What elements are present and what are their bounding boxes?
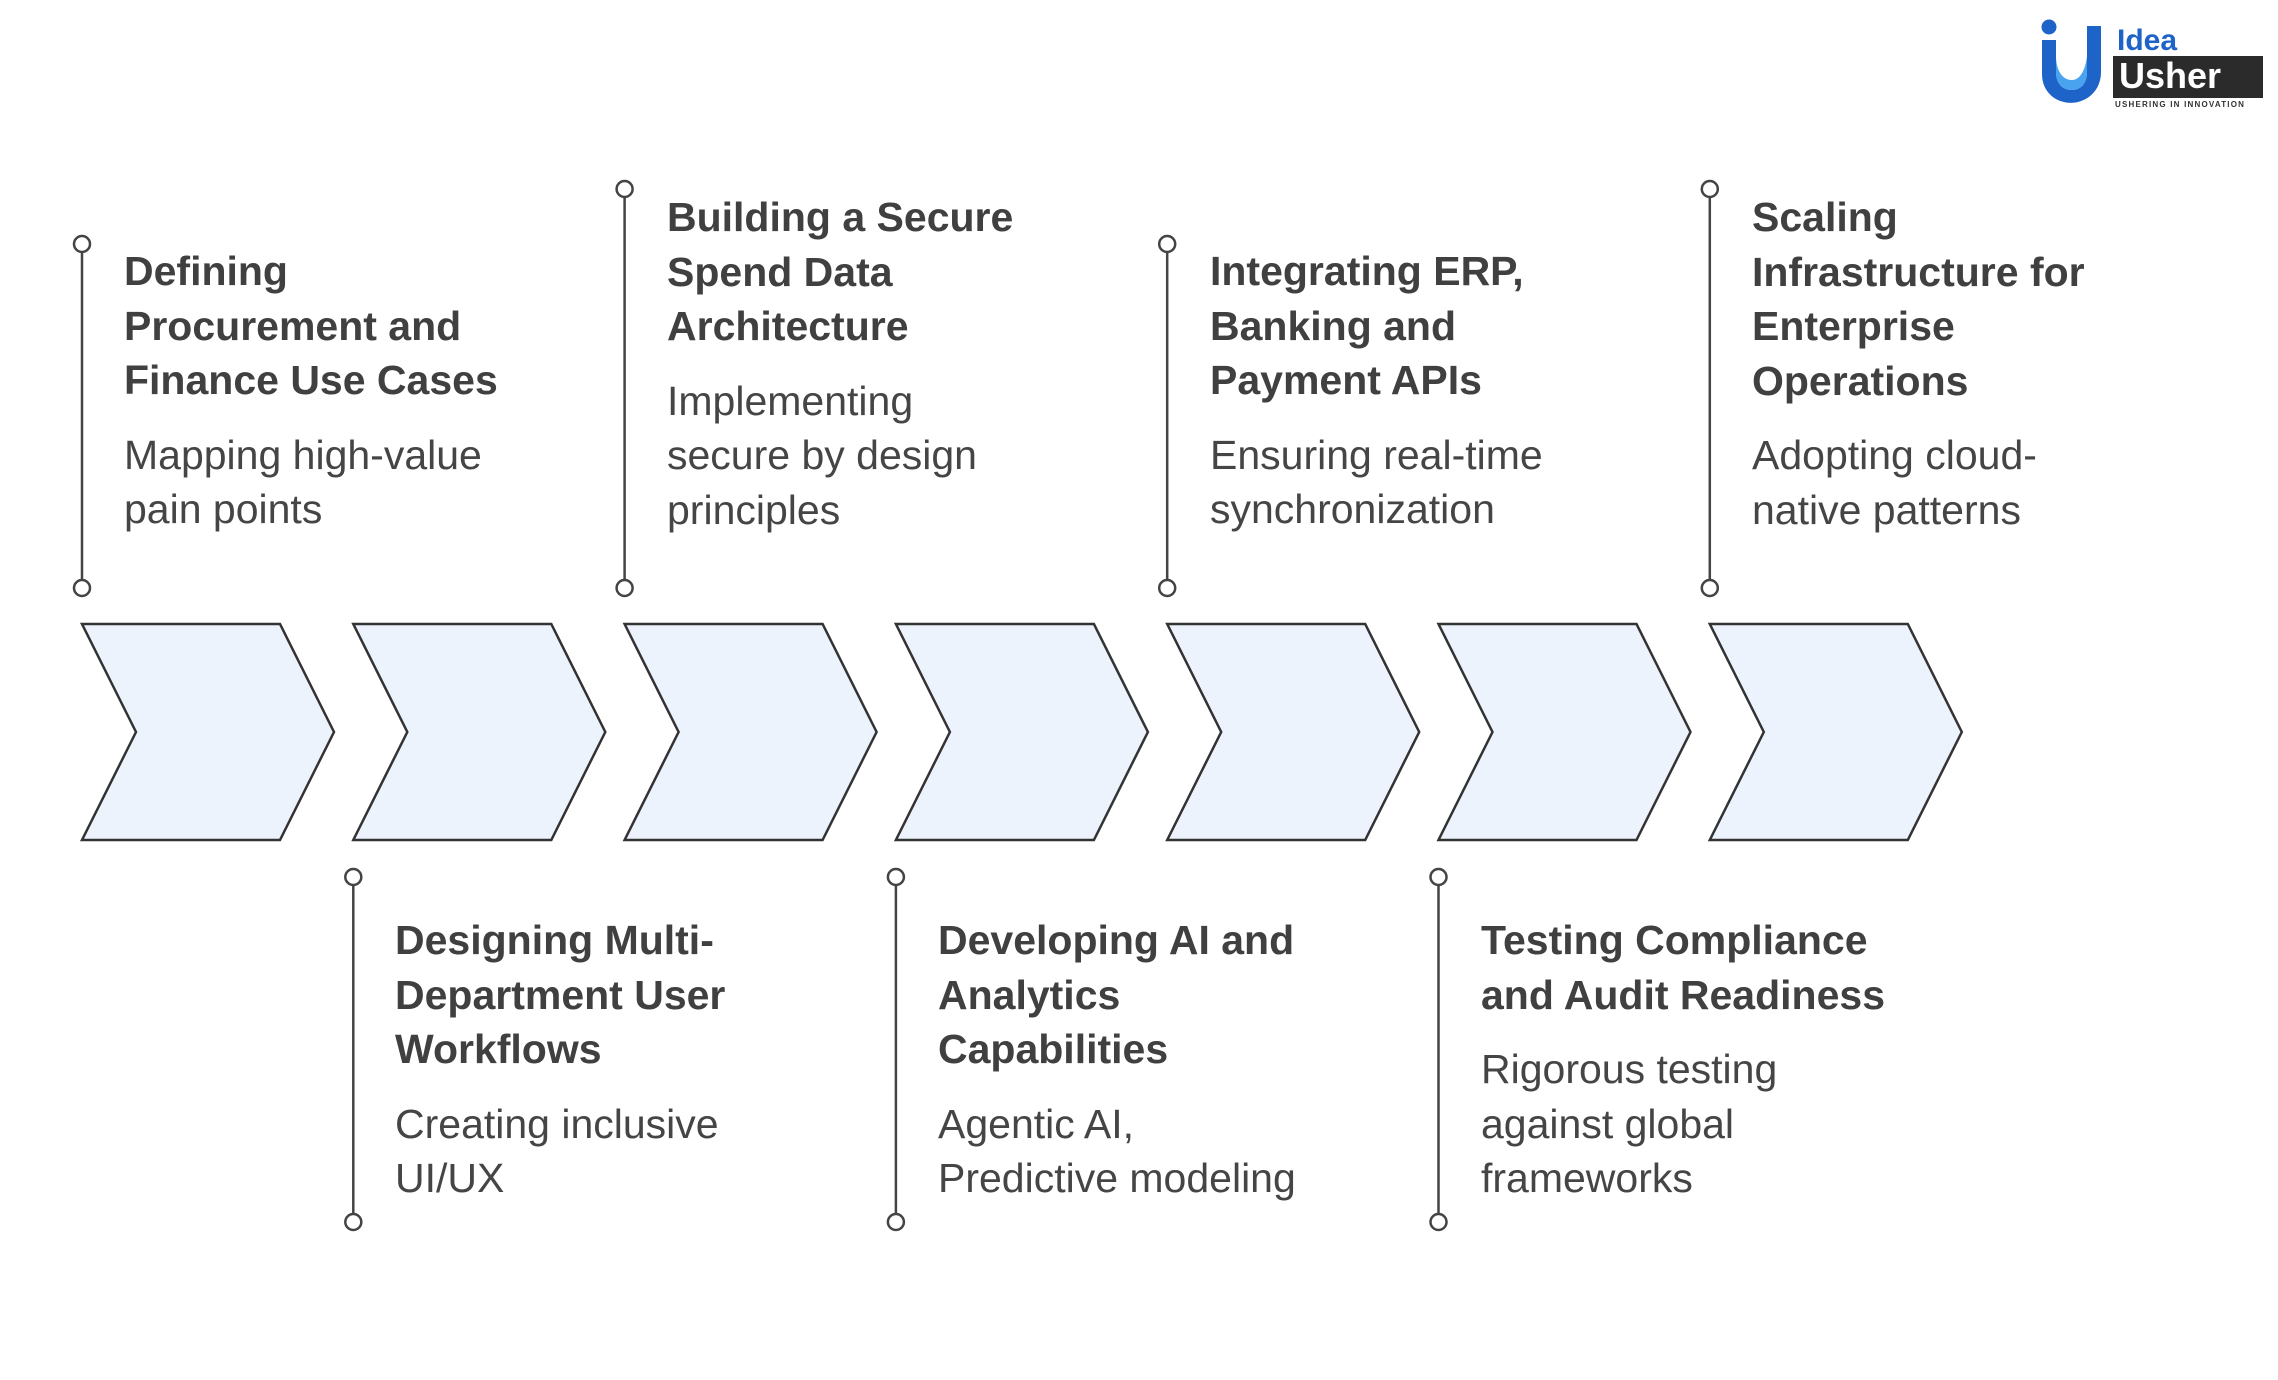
step-2-title-line: Department User [395,971,726,1018]
step-3-text: Building a Secure Spend Data Architectur… [667,190,1107,537]
step-7-description: Adopting cloud- native patterns [1752,428,2192,537]
logo-u-mark [2042,26,2101,103]
step-1-desc-line: Mapping high-value [124,431,482,478]
step-5-title-line: Payment APIs [1210,357,1482,403]
connector-dot-3-end [615,578,634,598]
step-5-title-line: Banking and [1210,302,1457,349]
step-3-desc-line: Implementing [667,377,914,424]
step-2-title-line: Workflows [395,1026,602,1072]
logo-tagline: USHERING IN INNOVATION [2115,100,2245,108]
connector-dot-4-start [886,867,906,887]
step-4-text: Developing AI and Analytics Capabilities… [938,913,1378,1206]
step-7-title-line: Operations [1752,357,1969,404]
step-1-desc-line: pain points [124,486,323,532]
chevron-step-1 [79,622,336,842]
step-5-title: Integrating ERP, Banking and Payment API… [1210,244,1650,408]
step-3-description: Implementing secure by design principles [667,374,1107,538]
step-4-title-line: Capabilities [938,1026,1169,1072]
step-7-title-line: Scaling [1752,194,1898,240]
step-1-text: Defining Procurement and Finance Use Cas… [124,244,564,537]
chevron-row [79,622,1964,842]
step-7-text: Scaling Infrastructure for Enterprise Op… [1752,190,2192,537]
step-1-title-line: Procurement and [124,302,462,349]
step-7-title-line: Infrastructure for [1752,248,2085,295]
connector-dot-1-start [72,234,92,254]
step-7-desc-line: Adopting cloud- [1752,432,2037,478]
step-6-desc-line: frameworks [1481,1155,1693,1201]
chevron-step-3 [622,622,878,842]
connector-dot-5-start [1157,234,1177,254]
step-6-desc-line: against global [1481,1100,1735,1147]
connector-dot-2-start [344,867,363,887]
step-6-title-line: Testing Compliance [1481,917,1868,963]
chevron-step-6 [1436,622,1692,842]
step-7-desc-line: native patterns [1752,486,2021,533]
step-1-description: Mapping high-value pain points [124,428,564,537]
chevron-step-4 [893,622,1150,842]
step-3-title-line: Spend Data [667,248,893,295]
step-7-title: Scaling Infrastructure for Enterprise Op… [1752,190,2192,408]
logo-u-highlight [2056,56,2087,90]
step-2-description: Creating inclusive UI/UX [395,1097,835,1206]
step-2-title: Designing Multi- Department User Workflo… [395,913,835,1077]
connector-dot-2-end [344,1212,363,1232]
step-3-title-line: Building a Secure [667,194,1014,240]
connector-dot-7-start [1700,179,1720,199]
step-3-desc-line: secure by design [667,432,977,478]
step-6-description: Rigorous testing against global framewor… [1481,1042,1921,1206]
step-1-title-line: Defining [124,248,288,294]
chevron-step-7 [1707,622,1964,842]
connector-dot-7-end [1700,578,1720,598]
connector-dot-6-end [1429,1212,1448,1232]
step-4-desc-line: Agentic AI, [938,1100,1135,1147]
step-7-title-line: Enterprise [1752,303,1955,349]
connector-dot-4-end [886,1212,906,1232]
connector-dot-1-end [72,578,92,598]
connector-dot-5-end [1157,578,1177,598]
connector-lines [72,179,1720,1232]
logo-word-idea: Idea [2117,24,2177,57]
step-1-title-line: Finance Use Cases [124,357,498,403]
connector-dot-6-start [1429,867,1448,887]
step-1-title: Defining Procurement and Finance Use Cas… [124,244,564,408]
step-6-title-line: and Audit Readiness [1481,971,1885,1018]
step-3-desc-line: principles [667,486,841,533]
step-3-title: Building a Secure Spend Data Architectur… [667,190,1107,354]
step-2-desc-line: Creating inclusive [395,1100,719,1147]
step-3-title-line: Architecture [667,303,909,349]
logo-dot [2041,19,2057,35]
step-5-text: Integrating ERP, Banking and Payment API… [1210,244,1650,537]
step-4-desc-line: Predictive modeling [938,1155,1296,1201]
idea-usher-logo: Idea Usher USHERING IN INNOVATION [2041,19,2263,108]
step-5-description: Ensuring real-time synchronization [1210,428,1650,537]
logo-usher-band [2113,56,2263,98]
logo-word-usher: Usher [2119,55,2221,96]
step-2-text: Designing Multi- Department User Workflo… [395,913,835,1206]
step-4-title-line: Analytics [938,971,1121,1018]
step-5-desc-line: synchronization [1210,486,1495,532]
chevron-step-2 [351,622,607,842]
step-6-desc-line: Rigorous testing [1481,1046,1778,1092]
step-5-title-line: Integrating ERP, [1210,248,1524,294]
step-6-text: Testing Compliance and Audit Readiness R… [1481,913,1921,1206]
step-2-desc-line: UI/UX [395,1155,505,1201]
step-2-title-line: Designing Multi- [395,917,714,963]
connector-dot-3-start [615,179,634,199]
step-4-title-line: Developing AI and [938,917,1295,963]
step-6-title: Testing Compliance and Audit Readiness [1481,913,1921,1022]
step-5-desc-line: Ensuring real-time [1210,431,1543,478]
step-4-description: Agentic AI, Predictive modeling [938,1097,1378,1206]
step-4-title: Developing AI and Analytics Capabilities [938,913,1378,1077]
chevron-step-5 [1165,622,1421,842]
